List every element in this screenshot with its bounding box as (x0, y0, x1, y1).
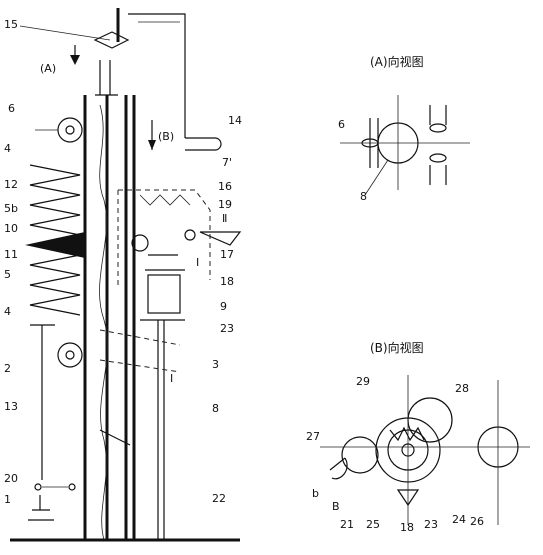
view-b-label-21: 21 (340, 518, 354, 531)
label-16: 16 (218, 180, 232, 193)
main-view (10, 8, 242, 542)
main-labels: 15 (A) (B) 6 4 12 5b 10 11 5 4 2 13 20 1… (4, 18, 242, 506)
label-18: 18 (220, 275, 234, 288)
view-b-label-B: B (332, 500, 340, 513)
view-a: (A)向视图 6 8 (338, 54, 470, 203)
view-b-label-b: b (312, 487, 319, 500)
label-12: 12 (4, 178, 18, 191)
view-arrow-a: (A) (40, 62, 56, 75)
view-b-label-29: 29 (356, 375, 370, 388)
label-20: 20 (4, 472, 18, 485)
view-b-label-26: 26 (470, 515, 484, 528)
label-6a: 6 (8, 102, 15, 115)
label-3: 3 (212, 358, 219, 371)
label-1: 1 (4, 493, 11, 506)
view-b-label-18: 18 (400, 521, 414, 534)
view-a-title: (A)向视图 (370, 54, 424, 69)
label-4b: 4 (4, 305, 11, 318)
label-11: 11 (4, 248, 18, 261)
view-b-label-24: 24 (452, 513, 466, 526)
label-4a: 4 (4, 142, 11, 155)
view-a-label-8: 8 (360, 190, 367, 203)
view-b-label-25: 25 (366, 518, 380, 531)
label-13: 13 (4, 400, 18, 413)
label-9: 9 (220, 300, 227, 313)
label-roman-1a: Ⅰ (196, 256, 199, 269)
view-a-label-6: 6 (338, 118, 345, 131)
label-14: 14 (228, 114, 242, 127)
view-b-title: (B)向视图 (370, 340, 424, 355)
label-5: 5 (4, 268, 11, 281)
label-5b: 5b (4, 202, 18, 215)
label-19: 19 (218, 198, 232, 211)
view-b-label-27: 27 (306, 430, 320, 443)
label-roman-2: Ⅱ (222, 212, 227, 225)
label-22: 22 (212, 492, 226, 505)
view-arrow-b: (B) (158, 130, 174, 143)
label-23: 23 (220, 322, 234, 335)
view-b-label-28: 28 (455, 382, 469, 395)
label-8: 8 (212, 402, 219, 415)
label-17: 17 (220, 248, 234, 261)
view-b: (B)向视图 29 28 27 b B 21 25 18 23 24 26 (306, 340, 530, 534)
label-roman-1b: Ⅰ (170, 372, 173, 385)
view-b-label-23: 23 (424, 518, 438, 531)
label-7: 7' (222, 156, 232, 169)
label-2: 2 (4, 362, 11, 375)
label-10: 10 (4, 222, 18, 235)
label-15: 15 (4, 18, 18, 31)
